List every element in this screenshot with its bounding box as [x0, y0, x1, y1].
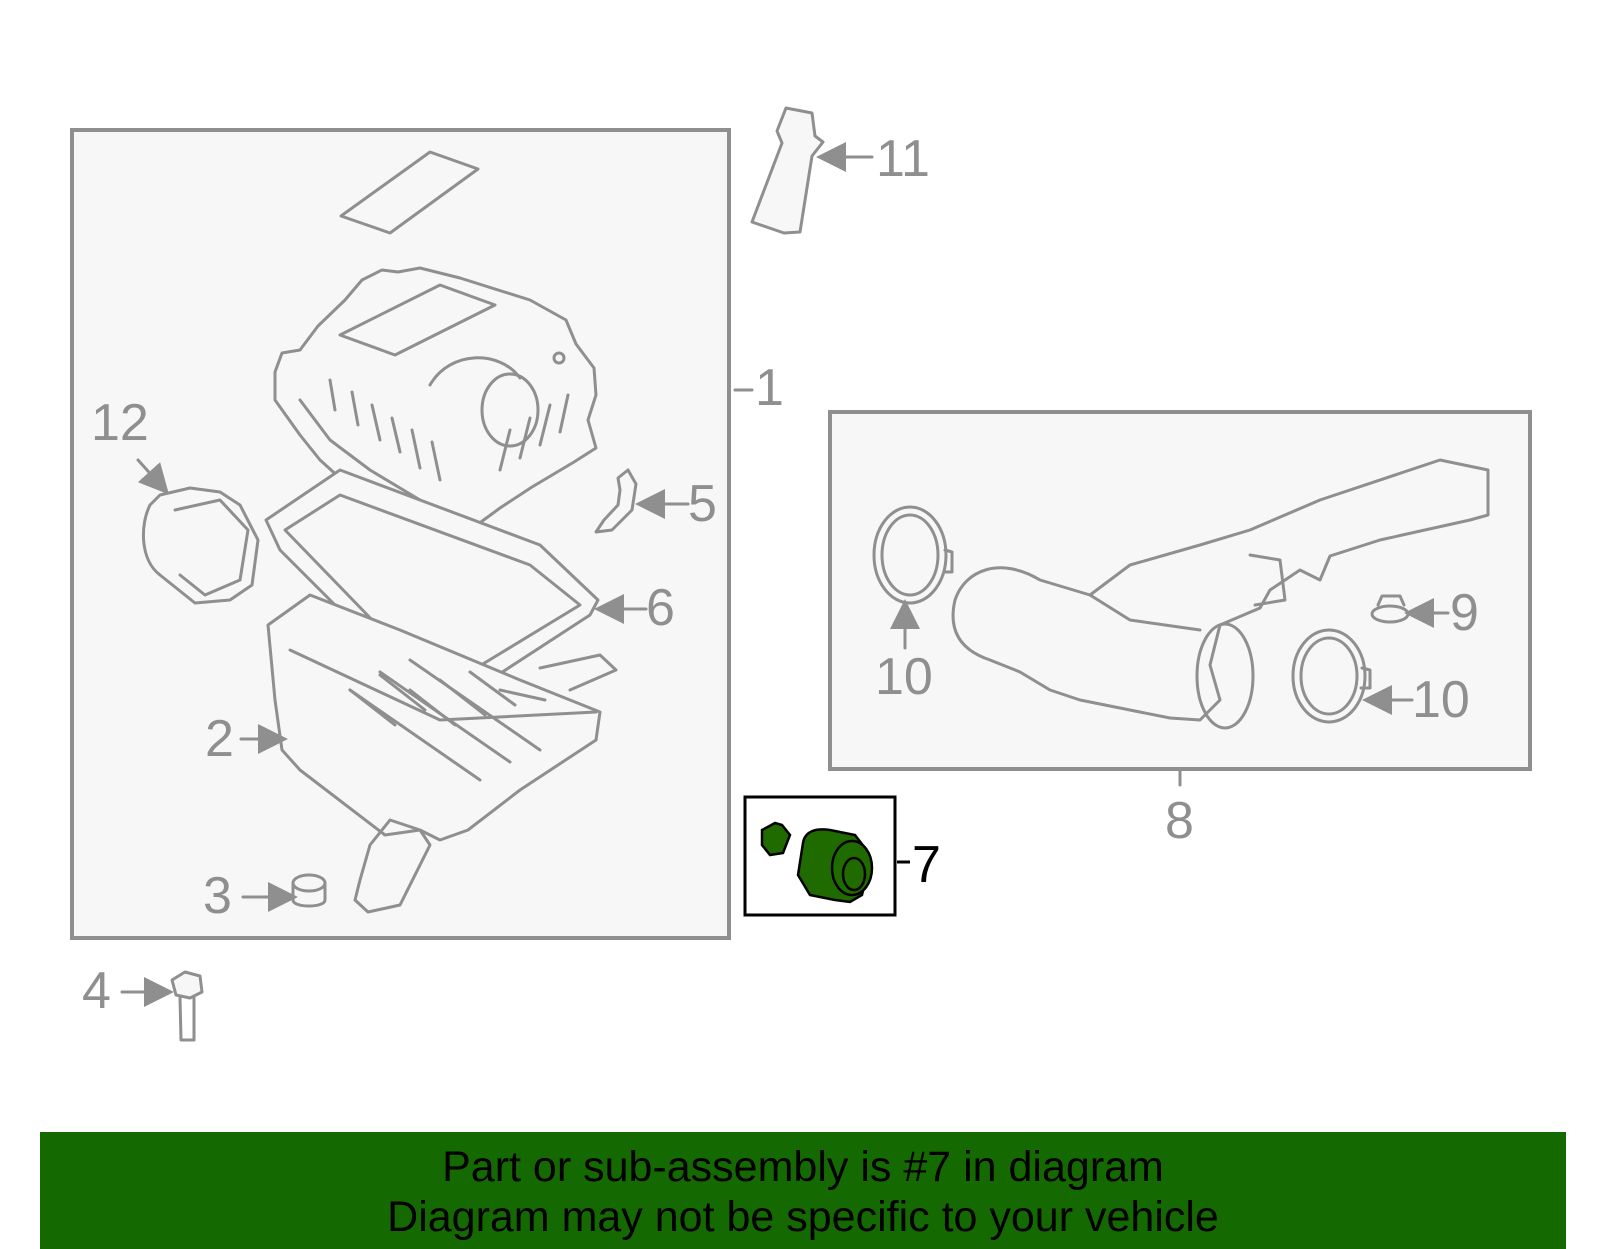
callout-7: 7 [912, 836, 941, 894]
callout-1: 1 [755, 359, 784, 417]
sensor-icon [750, 106, 825, 235]
info-banner: Part or sub-assembly is #7 in diagram Di… [40, 1132, 1566, 1249]
callout-8: 8 [1165, 792, 1194, 850]
bolt-icon [170, 970, 204, 1042]
banner-line-1: Part or sub-assembly is #7 in diagram [442, 1143, 1164, 1191]
clip-icon [594, 468, 638, 534]
callout-2: 2 [205, 710, 234, 768]
banner-line-2: Diagram may not be specific to your vehi… [387, 1193, 1219, 1241]
callout-5: 5 [688, 475, 717, 533]
callout-10-right: 10 [1412, 671, 1470, 729]
callout-9: 9 [1450, 584, 1479, 642]
callout-4: 4 [82, 962, 111, 1020]
part-7-icon [760, 821, 910, 904]
intake-tube-icon [951, 458, 1490, 730]
callout-12: 12 [91, 394, 149, 452]
diagram-svg: 11 1 12 5 6 2 3 4 10 10 9 8 7 [70, 106, 1532, 1042]
leader-12 [136, 458, 170, 495]
filter-label-shape [339, 150, 480, 235]
lower-housing-icon [266, 593, 618, 914]
callout-6: 6 [646, 579, 675, 637]
callout-3: 3 [203, 867, 232, 925]
callout-10-left: 10 [875, 648, 933, 706]
clamp-right-icon [1291, 628, 1372, 724]
callout-11: 11 [876, 130, 930, 188]
maf-adapter-icon [141, 486, 260, 605]
